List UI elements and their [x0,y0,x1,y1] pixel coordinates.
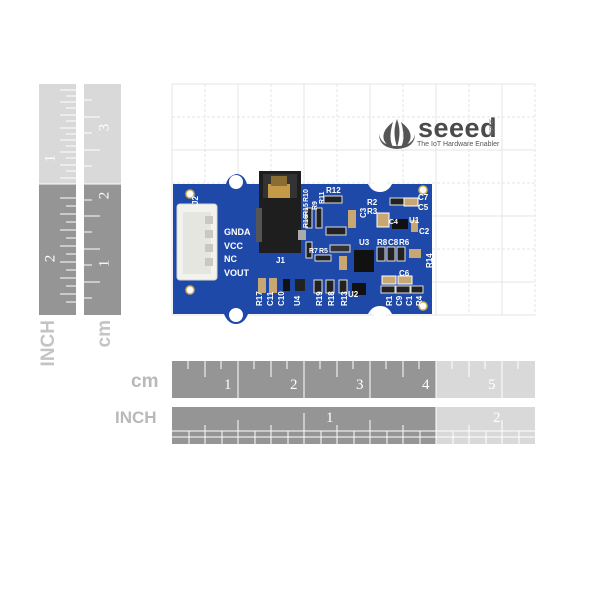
horizontal-cm-ruler [172,361,535,398]
horizontal-inch-number: 1 [326,410,334,426]
vertical-cm-number: 2 [96,191,113,200]
grove-connector [176,203,218,281]
horizontal-cm-number: 3 [356,377,364,393]
board-silkscreen: GNDA VCC NC VOUT J2 J1 R12 R2 R3 C7 C5 U… [191,186,434,306]
vertical-inch-number: 1 [42,154,59,163]
component-label: U3 [359,238,370,247]
horizontal-cm-number: 1 [224,377,232,393]
component-label: U2 [348,290,359,299]
component-label: R7 [309,248,318,255]
component-label: C6 [399,269,410,278]
vertical-inch-ruler [39,84,76,315]
horizontal-cm-number: 2 [290,377,298,393]
component-label: R19 [315,291,324,306]
pcb-board [173,174,432,324]
component-label: R14 [425,253,434,268]
component-label: C4 [389,219,398,226]
component-label: R4 [415,295,424,306]
connector-pin-label: GNDA [224,227,251,237]
component-label: C1 [405,295,414,306]
component-label: C9 [395,295,404,306]
vertical-cm-ruler [84,84,121,315]
seeed-logo-icon [379,119,415,149]
component-label: C8 [388,238,399,247]
component-label: J1 [276,256,285,265]
connector-pin-label: VCC [224,241,244,251]
component-label: C10 [277,291,286,306]
component-label: C5 [418,203,429,212]
connector-pin-label: VOUT [224,268,250,278]
vertical-cm-number: 3 [96,123,113,132]
horizontal-inch-ruler [172,407,535,444]
component-label: R5 [319,248,328,255]
horizontal-cm-unit: cm [131,371,159,392]
vertical-cm-unit: cm [94,320,115,348]
component-label: U1 [409,216,420,225]
component-label: R17 [255,291,264,306]
audio-jack [256,171,306,253]
vertical-inch-unit: INCH [38,320,59,367]
component-label: J2 [191,196,200,205]
component-label: R18 [327,291,336,306]
component-label: C2 [419,227,430,236]
horizontal-cm-number: 4 [422,377,430,393]
brand-name: seeed [418,113,498,143]
component-label: R12 [326,186,341,195]
horizontal-cm-number: 5 [488,377,496,393]
component-label: U4 [293,295,302,306]
horizontal-inch-number: 2 [493,410,501,426]
connector-pin-label: NC [224,254,237,264]
vertical-cm-number: 1 [96,259,113,268]
component-label: R10 [303,189,310,202]
component-label: C7 [418,193,429,202]
component-label: R15 [303,203,310,216]
component-label: R6 [399,238,410,247]
smd-components [258,195,424,295]
component-label: C11 [266,291,275,306]
brand-tagline: The IoT Hardware Enabler [417,141,500,148]
component-label: R11 [319,191,326,204]
horizontal-inch-unit: INCH [115,408,157,427]
component-label: R9 [312,201,319,210]
component-label: R2 [367,198,378,207]
component-label: R8 [377,238,388,247]
component-label: C3 [359,207,368,218]
component-label: R1 [385,295,394,306]
vertical-inch-number: 2 [42,254,59,263]
component-label: R3 [367,207,378,216]
brand-superscript: studio [487,119,493,136]
component-label: R13 [340,291,349,306]
component-label: R16 [303,215,310,228]
